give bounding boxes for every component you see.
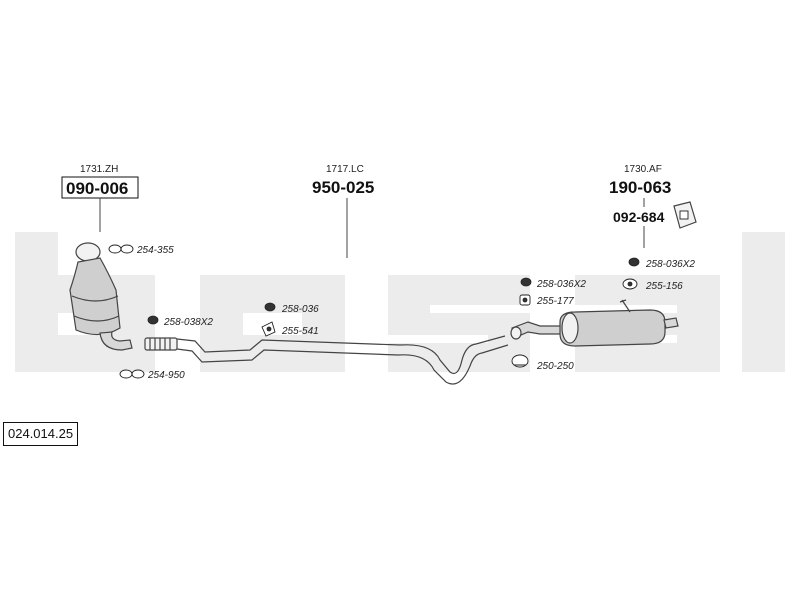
pipe-code: 1717.LC	[326, 164, 364, 175]
pipe-label-group: 1717.LC 950-025	[312, 164, 374, 258]
hardware-254-950-label: 254-950	[147, 370, 185, 381]
hardware-258-036x2-right[interactable]: 258-036X2	[628, 257, 695, 270]
hardware-258-036x2-rear-label: 258-036X2	[536, 279, 586, 290]
hardware-255-541[interactable]: 255-541	[261, 321, 319, 337]
hardware-258-038x2-label: 258-038X2	[163, 317, 213, 328]
hardware-250-250[interactable]: 250-250	[511, 354, 574, 372]
catalyst-part[interactable]	[69, 242, 133, 351]
silencer-accessory-number[interactable]: 092-684	[613, 209, 665, 225]
hardware-254-355[interactable]: 254-355	[108, 244, 174, 256]
hardware-255-177-label: 255-177	[536, 296, 574, 307]
silencer-code: 1730.AF	[624, 164, 662, 175]
hardware-254-355-label: 254-355	[136, 245, 174, 256]
hardware-254-950[interactable]: 254-950	[119, 369, 185, 381]
catalyst-code: 1731.ZH	[80, 164, 118, 175]
pipe-part-number[interactable]: 950-025	[312, 178, 374, 197]
silencer-part-number[interactable]: 190-063	[609, 178, 671, 197]
hardware-255-177[interactable]: 255-177	[519, 294, 574, 307]
hardware-255-541-label: 255-541	[281, 326, 319, 337]
middle-pipe-part[interactable]	[144, 335, 509, 385]
watermark-logo	[15, 232, 785, 372]
hardware-255-156-label: 255-156	[645, 281, 683, 292]
hardware-258-036[interactable]: 258-036	[264, 302, 319, 315]
accessory-bracket-icon[interactable]	[673, 201, 697, 229]
hardware-258-036x2-rear[interactable]: 258-036X2	[520, 277, 586, 290]
silencer-label-group: 1730.AF 190-063 092-684	[609, 164, 671, 248]
hardware-258-036-label: 258-036	[281, 304, 319, 315]
hardware-255-156[interactable]: 255-156	[622, 278, 683, 292]
hardware-250-250-label: 250-250	[536, 361, 574, 372]
catalyst-label-group: 1731.ZH 090-006	[61, 164, 139, 232]
document-number: 024.014.25	[3, 422, 79, 446]
silencer-part[interactable]	[510, 299, 679, 347]
catalyst-part-number[interactable]: 090-006	[66, 179, 128, 198]
hardware-258-038x2[interactable]: 258-038X2	[147, 315, 213, 328]
hardware-258-036x2-right-label: 258-036X2	[645, 259, 695, 270]
